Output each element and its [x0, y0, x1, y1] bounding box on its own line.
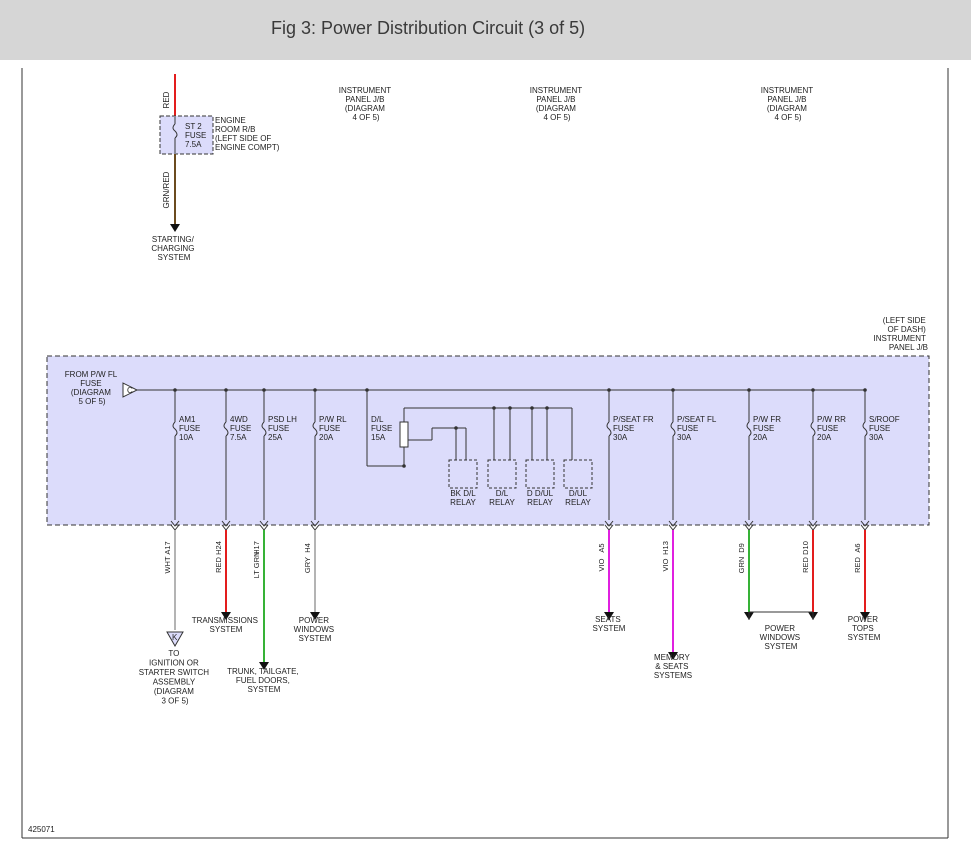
figure-id: 425071: [28, 825, 55, 834]
wire-color-H17: LT GRN: [252, 552, 261, 579]
input-connector-icon: [122, 382, 139, 398]
wire-color-A6: RED: [853, 557, 862, 573]
dest-power-windows-fr: POWER WINDOWS SYSTEM: [760, 624, 803, 651]
wire-color-D10: RED: [801, 557, 810, 573]
engine-room-rb-label: ENGINE ROOM R/B (LEFT SIDE OF ENGINE COM…: [215, 116, 280, 152]
dest-trunk-tailgate: TRUNK, TAILGATE, FUEL DOORS, SYSTEM: [227, 667, 301, 694]
pin-label-H4: H4: [303, 543, 312, 553]
ref-instrument-panel-2: INSTRUMENT PANEL J/B (DIAGRAM 4 OF 5): [530, 86, 585, 122]
st2-fuse-icon: [172, 117, 178, 153]
jb-location-label: (LEFT SIDE OF DASH) INSTRUMENT PANEL J/B: [873, 316, 928, 352]
dest-ignition: TO IGNITION OR STARTER SWITCH ASSEMBLY (…: [139, 649, 212, 706]
wire-color-D9: GRN: [737, 557, 746, 574]
pin-label-A17: A17: [163, 541, 172, 554]
pin-label-A5: A5: [597, 543, 606, 552]
wire-label-grn-red: GRN/RED: [162, 171, 171, 208]
arrow-H4: [310, 612, 320, 620]
st2-fuse-label: ST 2 FUSE 7.5A: [185, 122, 209, 149]
wire-color-H4: GRY: [303, 557, 312, 573]
ignition-connector-icon: [166, 631, 184, 648]
arrow-H24: [221, 612, 231, 620]
dest-power-windows-rl: POWER WINDOWS SYSTEM: [294, 616, 337, 643]
arrow-H13: [668, 652, 678, 660]
ref-instrument-panel-1: INSTRUMENT PANEL J/B (DIAGRAM 4 OF 5): [339, 86, 394, 122]
figure-title: Fig 3: Power Distribution Circuit (3 of …: [271, 18, 586, 38]
dest-transmissions: TRANSMISSIONS SYSTEM: [192, 616, 260, 634]
instrument-panel-jb: [46, 355, 930, 526]
st2-fuse-box: [159, 115, 214, 155]
pin-label-H17: H17: [252, 541, 261, 555]
dest-power-tops: POWER TOPS SYSTEM: [848, 615, 881, 642]
arrow-A5: [604, 612, 614, 620]
power-windows-bracket: [748, 611, 814, 620]
pin-label-A6: A6: [853, 543, 862, 552]
dest-memory-seats: MEMORY & SEATS SYSTEMS: [654, 653, 692, 680]
pin-label-D9: D9: [737, 543, 746, 553]
dest-starting-charging: STARTING/ CHARGING SYSTEM: [151, 235, 196, 262]
wire-label-red-top: RED: [162, 91, 171, 108]
wire-color-H13: VIO: [661, 558, 670, 571]
ignition-connector-letter: K: [172, 633, 178, 642]
pin-label-H13: H13: [661, 541, 670, 555]
ref-instrument-panel-3: INSTRUMENT PANEL J/B (DIAGRAM 4 OF 5): [761, 86, 816, 122]
wire-color-H24: RED: [214, 557, 223, 573]
arrow-starting-charging: [170, 224, 180, 232]
input-connector-letter: C: [127, 386, 133, 395]
pin-label-H24: H24: [214, 541, 223, 555]
input-from-pw-fl: FROM P/W FL FUSE (DIAGRAM 5 OF 5): [65, 370, 119, 406]
dl-relay-wiring: [366, 390, 573, 468]
dest-seats: SEATS SYSTEM: [593, 615, 626, 633]
pin-label-D10: D10: [801, 541, 810, 555]
wire-color-A5: VIO: [597, 558, 606, 571]
arrow-H17: [259, 662, 269, 670]
arrow-A6: [860, 612, 870, 620]
figure-header: Fig 3: Power Distribution Circuit (3 of …: [0, 0, 971, 60]
wire-color-A17: WHT: [163, 556, 172, 573]
